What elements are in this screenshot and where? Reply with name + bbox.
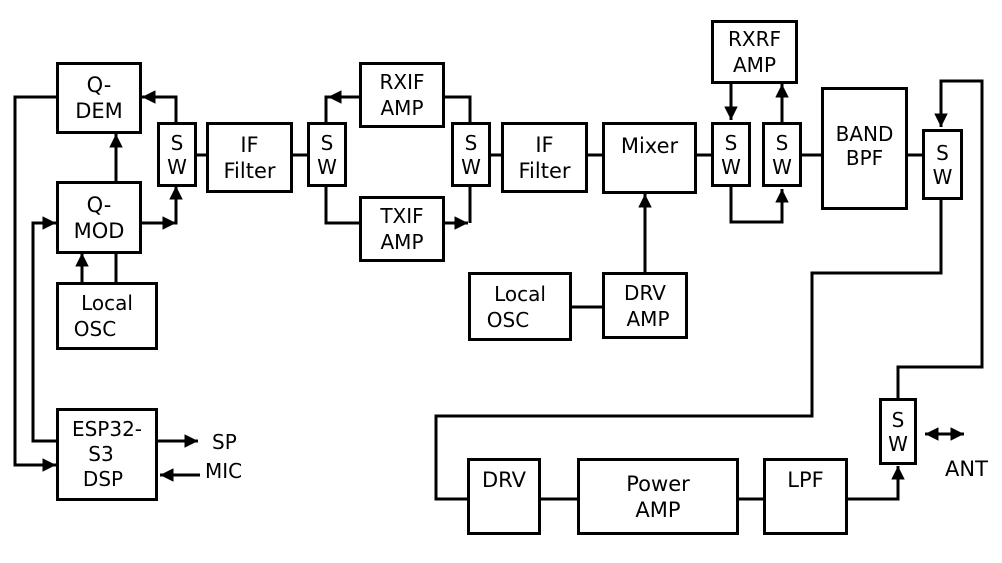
rxif-label-1: RXIF bbox=[379, 70, 425, 94]
wire-lpf-to-swant bbox=[847, 466, 905, 501]
qmod-label-1: Q- bbox=[86, 192, 112, 217]
wire-qmod-to-sw1 bbox=[140, 186, 183, 225]
sw1-label-1: S bbox=[170, 130, 184, 155]
sw4-block: S W bbox=[711, 122, 751, 187]
rxrf-label-2: AMP bbox=[733, 53, 776, 77]
pa-label-1: Power bbox=[626, 471, 690, 496]
if-filter-2-block: IF Filter bbox=[501, 122, 588, 193]
sw2-label-1: S bbox=[320, 130, 334, 155]
drv-label: DRV bbox=[482, 468, 526, 492]
sw5-label-2: W bbox=[772, 154, 792, 179]
wire-esp32-to-qmod bbox=[31, 216, 56, 443]
ant-label: ANT bbox=[945, 457, 988, 481]
rxrf-amp-block: RXRF AMP bbox=[711, 20, 798, 84]
lpf-label: LPF bbox=[787, 468, 824, 492]
sw4-label-1: S bbox=[724, 130, 738, 155]
txif-label-2: AMP bbox=[380, 230, 424, 254]
mic-label: MIC bbox=[205, 459, 243, 483]
if-filter-1-block: IF Filter bbox=[206, 122, 293, 193]
drvamp-label-2: AMP bbox=[626, 306, 670, 331]
if1-label-1: IF bbox=[240, 132, 259, 157]
band-bpf-block: BAND BPF bbox=[821, 87, 908, 210]
sw3-block: S W bbox=[451, 122, 491, 187]
sw6-label-1: S bbox=[936, 140, 949, 165]
rxrf-label-1: RXRF bbox=[728, 27, 781, 51]
sw4-label-2: W bbox=[721, 154, 741, 179]
qmod-label-2: MOD bbox=[73, 218, 125, 243]
rxif-label-2: AMP bbox=[380, 96, 424, 120]
if1-label-2: Filter bbox=[223, 158, 276, 183]
mixer-block: Mixer bbox=[602, 122, 697, 194]
bpf-label-2: BPF bbox=[845, 146, 884, 170]
osc1-label-2: OSC bbox=[73, 317, 117, 341]
wire-sw1-to-qdem bbox=[142, 90, 178, 123]
mixer-label: Mixer bbox=[620, 134, 679, 158]
sw3-label-2: W bbox=[461, 154, 481, 179]
sw-ant-block: S W bbox=[879, 398, 917, 465]
power-amp-block: Power AMP bbox=[577, 458, 739, 535]
sw3-label-1: S bbox=[464, 130, 478, 155]
wire-sw2-to-txif bbox=[324, 186, 360, 225]
bpf-label-1: BAND bbox=[835, 122, 894, 146]
wire-qdem-to-esp32 bbox=[13, 95, 56, 472]
pa-label-2: AMP bbox=[635, 497, 681, 522]
swant-label-1: S bbox=[891, 407, 905, 432]
wire-sw6-to-drv bbox=[434, 199, 943, 501]
local-osc-1-block: Local OSC bbox=[56, 282, 158, 350]
wire-swant-to-sw6 bbox=[896, 79, 984, 398]
swant-label-2: W bbox=[888, 431, 908, 456]
local-osc-2-block: Local OSC bbox=[468, 272, 572, 341]
txif-label-1: TXIF bbox=[380, 204, 424, 228]
drv-amp-block: DRV AMP bbox=[602, 272, 688, 339]
sw5-block: S W bbox=[762, 122, 802, 187]
esp32-dsp-block: ESP32- S3 DSP bbox=[56, 408, 158, 501]
esp32-label-1: ESP32- bbox=[71, 417, 143, 441]
qdem-block: Q- DEM bbox=[56, 62, 142, 134]
sw6-block: S W bbox=[922, 129, 963, 200]
sw2-block: S W bbox=[307, 122, 347, 187]
if2-label-2: Filter bbox=[518, 158, 571, 183]
sw1-block: S W bbox=[157, 122, 197, 187]
osc2-label-2: OSC bbox=[486, 307, 530, 332]
wire-sw3-to-rxif bbox=[444, 95, 472, 123]
rxif-amp-block: RXIF AMP bbox=[359, 62, 445, 128]
wire-sw4-to-sw5 bbox=[729, 186, 789, 224]
osc2-label-1: Local bbox=[494, 281, 546, 306]
qdem-label-1: Q- bbox=[86, 73, 112, 97]
sw5-label-1: S bbox=[775, 130, 789, 155]
qdem-label-2: DEM bbox=[75, 99, 123, 123]
drvamp-label-1: DRV bbox=[624, 280, 666, 305]
drv-block: DRV bbox=[467, 458, 541, 535]
txif-amp-block: TXIF AMP bbox=[359, 196, 445, 262]
qmod-block: Q- MOD bbox=[56, 181, 142, 254]
if2-label-1: IF bbox=[535, 132, 554, 157]
sp-label: SP bbox=[212, 430, 237, 454]
sw6-label-2: W bbox=[932, 164, 953, 189]
sw1-label-2: W bbox=[167, 154, 187, 179]
wire-rxif-to-sw2 bbox=[324, 95, 360, 123]
esp32-label-2: S3 bbox=[88, 442, 114, 466]
osc1-label-1: Local bbox=[81, 291, 133, 315]
lpf-block: LPF bbox=[763, 458, 848, 535]
sw2-label-2: W bbox=[317, 154, 337, 179]
esp32-label-3: DSP bbox=[82, 467, 124, 491]
